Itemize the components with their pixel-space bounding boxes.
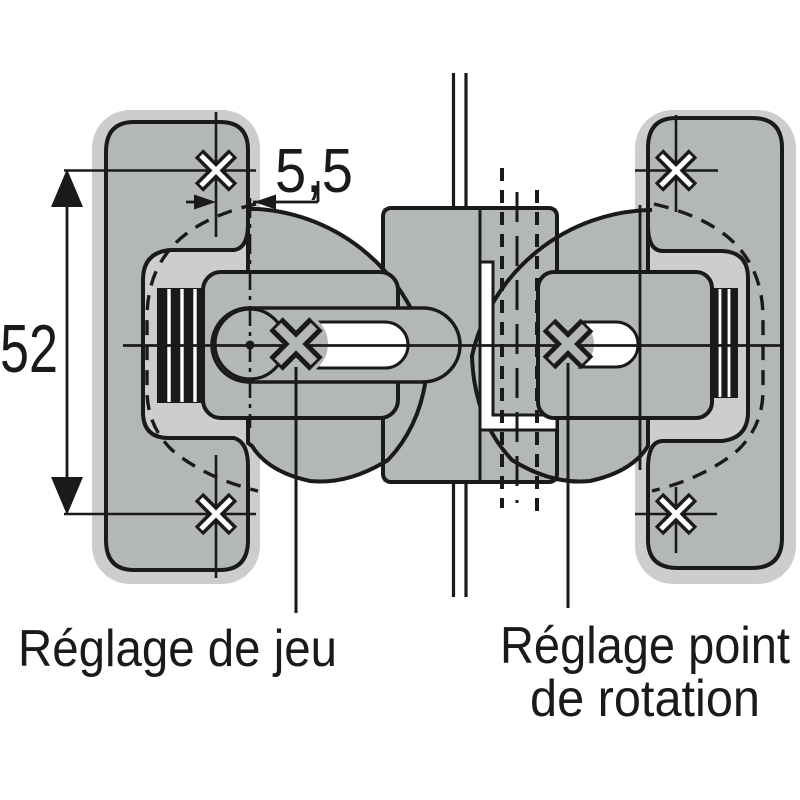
phillips-screw-cross-icon bbox=[194, 492, 238, 536]
dimension-5-5: 5,5 bbox=[186, 137, 353, 210]
rotation-point-label-line2: de rotation bbox=[530, 670, 760, 728]
right-bottom-mounting-screw bbox=[635, 487, 717, 553]
right-open-position-dashed-outline bbox=[651, 202, 765, 493]
phillips-screw-cross-icon bbox=[194, 149, 238, 192]
right-top-mounting-screw bbox=[635, 115, 718, 212]
dim-52-arrow-up-icon bbox=[51, 169, 83, 207]
left-top-mounting-screw bbox=[194, 112, 238, 237]
rotation-point-label-line1: Réglage point bbox=[500, 617, 790, 675]
dimension-52: 52 bbox=[0, 169, 83, 515]
phillips-screw-cross-icon bbox=[654, 149, 698, 192]
right-spring-hatch bbox=[712, 288, 738, 398]
dim-52-arrow-down-icon bbox=[51, 477, 83, 515]
rotation-point-adjustment-cross-icon bbox=[542, 318, 594, 370]
dim-55-arrow-right-icon bbox=[194, 194, 216, 210]
dim-55-value: 5,5 bbox=[275, 137, 353, 206]
clearance-adjustment-label: Réglage de jeu bbox=[18, 620, 337, 678]
clearance-adjustment-cross-icon bbox=[269, 317, 323, 371]
phillips-screw-cross-icon bbox=[654, 492, 698, 536]
dim-52-value: 52 bbox=[0, 311, 58, 387]
door-edge-lines bbox=[451, 73, 468, 597]
dim-55-arrow-left-icon bbox=[254, 194, 276, 210]
left-open-position-dashed-outline bbox=[145, 202, 259, 493]
